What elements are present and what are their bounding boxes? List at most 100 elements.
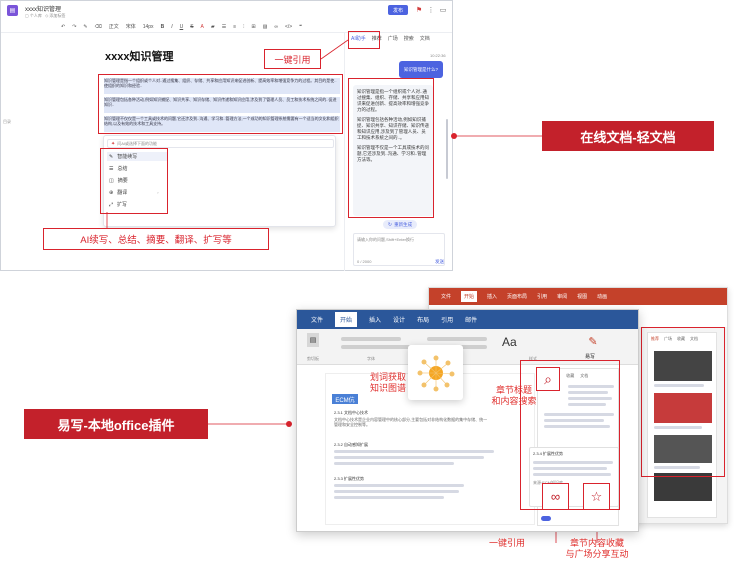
- ai-menu-label: 总结: [117, 166, 128, 172]
- wps-ribbon: 文件 开始 插入 页面布局 引用 审阅 视图 动画: [429, 288, 727, 305]
- chat-timestamp: 10:22:36: [430, 53, 446, 58]
- abstract-icon: ◫: [109, 177, 114, 184]
- ai-input[interactable]: ✦ 问AI或选择下面的功能: [107, 139, 334, 148]
- underline-icon[interactable]: U: [179, 23, 184, 30]
- ai-reply-highlight: [348, 78, 434, 218]
- wps-panel-tab[interactable]: 推荐: [651, 336, 659, 341]
- style-select[interactable]: 正文: [108, 24, 119, 30]
- ai-spark-icon: ✦: [111, 140, 116, 147]
- app-logo-icon: ▤: [7, 5, 18, 16]
- publish-label: 发布: [392, 7, 403, 14]
- align-icon[interactable]: ⫶: [243, 23, 245, 30]
- wps-tab[interactable]: 视图: [577, 294, 588, 300]
- strike-icon[interactable]: S: [190, 23, 194, 30]
- ai-menu-item-expand[interactable]: ⤢扩写: [107, 200, 167, 209]
- group-clipboard: 剪切板: [307, 356, 319, 361]
- tab-docs[interactable]: 文档: [419, 36, 430, 42]
- publish-button[interactable]: 发布: [388, 5, 408, 15]
- ai-menu-item-continue[interactable]: ✎智能续写: [107, 152, 167, 161]
- tab-square[interactable]: 广场: [387, 36, 398, 42]
- outline-toggle[interactable]: 目录: [3, 119, 11, 124]
- more-icon[interactable]: ⋮: [427, 7, 435, 14]
- wps-panel-tabs: 推荐 广场 收藏 文档: [648, 333, 716, 345]
- word-tab-layout[interactable]: 布局: [417, 318, 430, 324]
- ai-menu-item-abstract[interactable]: ◫摘要: [107, 176, 167, 185]
- clear-format-icon[interactable]: ⌫: [94, 23, 102, 30]
- italic-icon[interactable]: I: [171, 23, 173, 30]
- wps-thumb-4[interactable]: [654, 473, 712, 501]
- regenerate-button[interactable]: ↻ 重新生成: [383, 220, 417, 229]
- chat-scrollbar[interactable]: [446, 119, 448, 179]
- share-icon[interactable]: ⚑: [415, 7, 423, 14]
- wps-tab[interactable]: 插入: [487, 294, 498, 300]
- tab-search[interactable]: 搜索: [403, 36, 414, 42]
- yixie-plugin-icon[interactable]: ✎: [588, 335, 598, 348]
- list-icon[interactable]: ☰: [221, 23, 227, 30]
- ai-input-placeholder: 问AI或选择下面的功能: [117, 140, 157, 146]
- undo-icon[interactable]: ↶: [61, 23, 66, 30]
- wps-thumb-3[interactable]: [654, 435, 712, 463]
- wps-tab[interactable]: 审阅: [557, 294, 568, 300]
- image-icon[interactable]: ▨: [262, 23, 268, 30]
- font-color-icon[interactable]: A: [200, 23, 204, 30]
- tab-recommend[interactable]: 推荐: [371, 36, 382, 42]
- highlight-icon[interactable]: ▰: [210, 23, 215, 30]
- wps-thumb-2[interactable]: [654, 393, 712, 423]
- word-tab-insert[interactable]: 插入: [369, 318, 382, 324]
- word-tab-design[interactable]: 设计: [393, 318, 406, 324]
- toggle-switch[interactable]: [541, 516, 551, 521]
- section-body-text: 文档中心技术是企业内容管理中的核心部分,主要包括对非结构化数据的集中存储、统一管…: [334, 417, 488, 427]
- section-title: 2.3.2 自动感知扩展: [334, 442, 369, 447]
- word-tab-mailings[interactable]: 邮件: [465, 318, 478, 324]
- translate-icon: ⊕: [109, 189, 114, 196]
- wps-tab[interactable]: 文件: [441, 294, 452, 300]
- ai-menu-item-summary[interactable]: ☰总结: [107, 164, 167, 173]
- paste-icon[interactable]: ▤: [307, 333, 319, 347]
- font-select[interactable]: 宋体: [125, 24, 136, 30]
- wps-tab[interactable]: 页面布局: [507, 294, 528, 300]
- plugin-panel-tab[interactable]: 收藏: [566, 373, 575, 378]
- code-icon[interactable]: </>: [284, 23, 293, 30]
- format-painter-icon[interactable]: ✎: [83, 23, 88, 30]
- link-icon[interactable]: ∞: [274, 23, 278, 30]
- bold-icon[interactable]: B: [160, 23, 165, 30]
- chapter-collect-callout: 章节内容收藏 与广场分享互动: [565, 538, 629, 559]
- ai-menu-item-translate[interactable]: ⊕翻译›: [107, 188, 167, 197]
- size-select[interactable]: 14px: [142, 23, 154, 30]
- knowledge-graph-popup[interactable]: [408, 345, 463, 400]
- chat-input[interactable]: 请输入你的问题,Shift+Enter换行 0 / 2000 发送: [353, 233, 445, 266]
- ordered-list-icon[interactable]: ≡: [233, 23, 237, 30]
- word-tab-file[interactable]: 文件: [311, 318, 324, 324]
- selected-paragraph-3[interactable]: 知识管理不仅仅是一个工具或技术的问题,它还涉及到..沟通、学习和..管理方法,一…: [104, 116, 340, 132]
- wps-panel-tab[interactable]: 广场: [664, 336, 672, 341]
- wps-panel-tab[interactable]: 文档: [690, 336, 698, 341]
- plugin-panel-tab[interactable]: 文档: [580, 373, 589, 378]
- search-action[interactable]: ⌕: [536, 367, 560, 391]
- folder-icon: ▢: [25, 13, 30, 18]
- wps-tab[interactable]: 动画: [597, 294, 608, 300]
- quote-icon[interactable]: ❝: [299, 23, 302, 30]
- table-icon[interactable]: ⊞: [251, 23, 256, 30]
- star-icon: ☆: [590, 488, 603, 504]
- section-title: 2.3.1 文档中心技术: [334, 410, 369, 415]
- wps-tab[interactable]: 引用: [537, 294, 548, 300]
- word-tab-home[interactable]: 开始: [335, 312, 358, 327]
- selected-paragraph-2[interactable]: 知识管理包括各种活动,例如知识捕捉、知识共享、知识存储、知识传递和知识应用,涉及…: [104, 97, 340, 113]
- card-source: 来源:ECM知识库: [533, 480, 615, 486]
- word-tab-references[interactable]: 引用: [441, 318, 454, 324]
- tab-ai-assistant[interactable]: AI助手: [351, 36, 366, 42]
- quote-action[interactable]: ∞: [542, 483, 569, 510]
- style-sample[interactable]: Aa: [502, 335, 517, 349]
- selected-paragraph-1[interactable]: 知识管理是指一个组织或个人对..通过搜集、组织、存储、共享和应用知识来促进创新、…: [104, 78, 340, 94]
- wps-panel-tab[interactable]: 收藏: [677, 336, 685, 341]
- doc-title[interactable]: xxxx知识管理: [25, 7, 62, 13]
- send-button[interactable]: 发送: [435, 259, 444, 264]
- wps-tab-home[interactable]: 开始: [461, 291, 478, 302]
- wps-thumb-1[interactable]: [654, 351, 712, 381]
- local-plugin-label-text: 易写-本地office插件: [57, 417, 175, 433]
- knowledge-graph-icon: [417, 355, 455, 392]
- selection-highlight: [98, 74, 343, 134]
- layout-icon[interactable]: ▭: [439, 7, 447, 14]
- redo-icon[interactable]: ↷: [72, 23, 77, 30]
- yixie-plugin-label[interactable]: 易写: [585, 354, 596, 360]
